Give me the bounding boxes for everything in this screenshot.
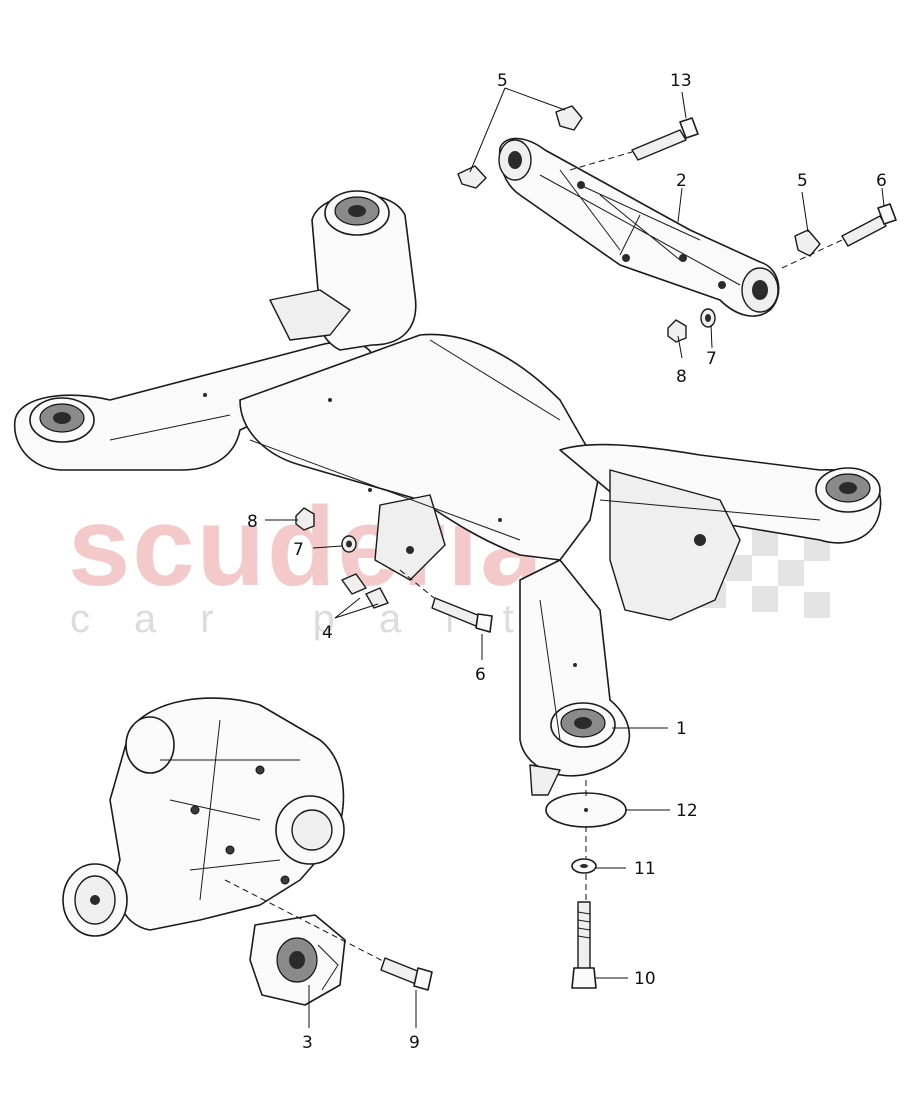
callout-3: 3 bbox=[302, 1033, 313, 1053]
callout-7-lower: 7 bbox=[293, 540, 304, 560]
callout-8-top: 8 bbox=[676, 367, 687, 387]
callout-7-top: 7 bbox=[706, 349, 717, 369]
callout-12: 12 bbox=[676, 801, 698, 821]
callout-5-right: 5 bbox=[797, 171, 808, 191]
callout-6-right: 6 bbox=[876, 171, 887, 191]
bolt-10 bbox=[571, 901, 597, 989]
bolt-9 bbox=[380, 957, 433, 991]
callout-2: 2 bbox=[676, 171, 687, 191]
bushing-top bbox=[324, 190, 390, 236]
watermark-subtext: car parts bbox=[70, 597, 622, 641]
subframe bbox=[13, 190, 882, 796]
small-parts bbox=[295, 105, 897, 991]
leader-lines bbox=[224, 87, 885, 1028]
differential bbox=[62, 697, 345, 937]
upper-brace bbox=[498, 137, 780, 317]
callout-9: 9 bbox=[409, 1033, 420, 1053]
callout-1: 1 bbox=[676, 719, 687, 739]
callout-13: 13 bbox=[670, 71, 692, 91]
bushing-left bbox=[29, 397, 95, 443]
bushing-lower bbox=[550, 702, 616, 748]
callout-6-lower: 6 bbox=[475, 665, 486, 685]
callout-8-lower: 8 bbox=[247, 512, 258, 532]
bolt-13 bbox=[631, 117, 699, 161]
callout-5-top: 5 bbox=[497, 71, 508, 91]
rubber-mount bbox=[249, 914, 346, 1006]
callout-labels: 5 13 2 5 6 7 8 8 7 4 6 1 12 11 10 3 9 bbox=[247, 71, 887, 1053]
bolt-6-right bbox=[841, 203, 897, 247]
bushing-right bbox=[815, 467, 881, 513]
bolt-6-lower bbox=[431, 597, 493, 633]
callout-10: 10 bbox=[634, 969, 656, 989]
callout-11: 11 bbox=[634, 859, 656, 879]
callout-4: 4 bbox=[322, 623, 333, 643]
